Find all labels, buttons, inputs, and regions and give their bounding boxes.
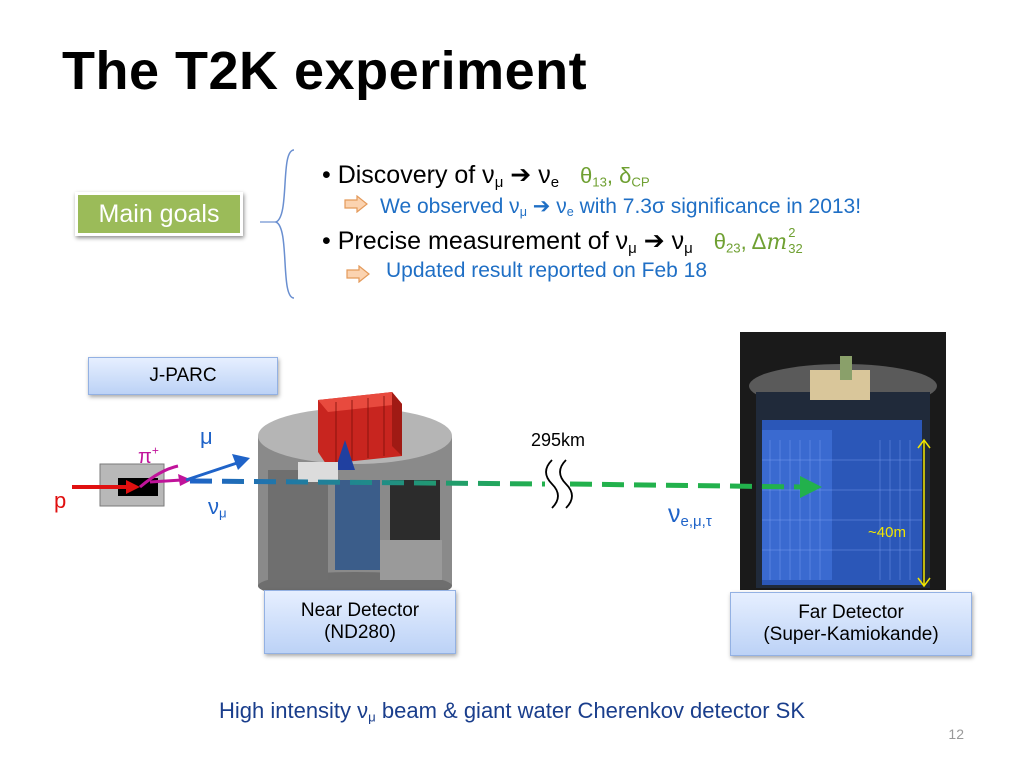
- pion-track: [139, 464, 179, 489]
- right-arrow-icon: [346, 265, 370, 283]
- t2k-beam-diagram: [72, 332, 946, 600]
- bullet-precise-measurement: • Precise measurement of νμ ➔ νμ θ23, Δm…: [322, 225, 803, 257]
- footer-caption: High intensity νμ beam & giant water Che…: [218, 698, 806, 725]
- muon-label: μ: [200, 424, 213, 449]
- page-number: 12: [948, 726, 964, 742]
- numu-label: νμ: [208, 494, 227, 521]
- note-updated-result: Updated result reported on Feb 18: [386, 259, 708, 282]
- far-detector-label: Far Detector (Super-Kamiokande): [730, 592, 972, 656]
- muon-track: [185, 460, 241, 482]
- jparc-label: J-PARC: [88, 357, 278, 395]
- distance-break-mark: [545, 459, 559, 509]
- near-detector-illustration: [258, 392, 452, 600]
- near-detector-label: Near Detector (ND280): [264, 590, 456, 654]
- bullet-discovery: • Discovery of νμ ➔ νe θ13, δCP: [322, 161, 650, 191]
- main-goals-label: Main goals: [75, 192, 243, 236]
- neutrino-beam: [189, 478, 546, 487]
- pion-label: π+: [138, 443, 159, 468]
- curly-brace: [260, 149, 295, 299]
- right-arrow-icon: [344, 195, 368, 213]
- note-observed: We observed νμ ➔ νe with 7.3σ significan…: [380, 195, 862, 220]
- far-detector-illustration: [740, 332, 946, 590]
- page-title: The T2K experiment: [62, 41, 588, 101]
- distance-label: 295km: [531, 430, 586, 450]
- height-label: ~40m: [868, 524, 906, 541]
- proton-label: p: [54, 488, 67, 513]
- nu-flavors-label: νe,μ,τ: [668, 500, 712, 530]
